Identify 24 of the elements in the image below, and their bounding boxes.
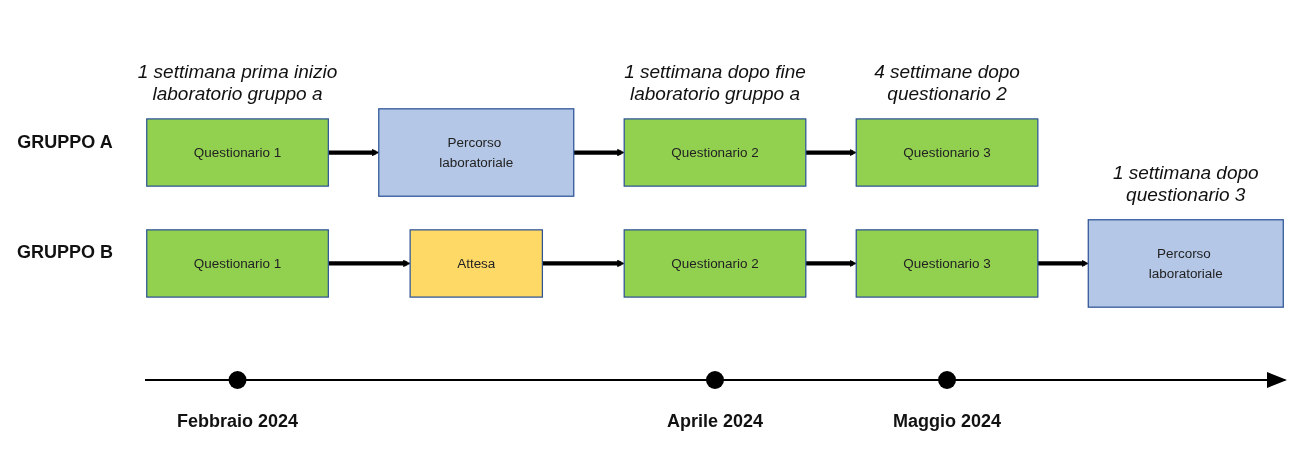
- month-label: Febbraio 2024: [176, 410, 300, 432]
- arrow: [542, 259, 625, 268]
- group-label: GRUPPO A: [16, 130, 114, 153]
- timing-note: 1 settimana dopo questionario 3: [1111, 161, 1260, 206]
- arrow: [805, 259, 857, 268]
- process-box: Questionario 1: [146, 229, 329, 298]
- group-label: GRUPPO B: [16, 241, 114, 264]
- month-label: Maggio 2024: [892, 410, 1003, 432]
- month-label: Aprile 2024: [665, 410, 765, 432]
- timing-note: 1 settimana dopo fine laboratorio gruppo a: [623, 60, 807, 105]
- process-box: Questionario 2: [623, 118, 807, 187]
- process-box: Questionario 1: [146, 118, 329, 187]
- timing-note: 1 settimana prima inizio laboratorio gruppo a: [136, 60, 339, 105]
- process-box: Questionario 3: [855, 118, 1039, 187]
- arrow: [328, 259, 411, 268]
- arrow: [573, 148, 625, 157]
- process-box: Questionario 3: [855, 229, 1039, 298]
- process-box: Attesa: [409, 229, 544, 298]
- process-box: Questionario 2: [623, 229, 807, 298]
- arrow: [805, 148, 857, 157]
- process-box: Percorso laboratoriale: [1087, 219, 1284, 308]
- process-box: Percorso laboratoriale: [378, 108, 575, 197]
- timing-note: 4 settimane dopo questionario 2: [873, 60, 1021, 105]
- arrow: [1037, 259, 1089, 268]
